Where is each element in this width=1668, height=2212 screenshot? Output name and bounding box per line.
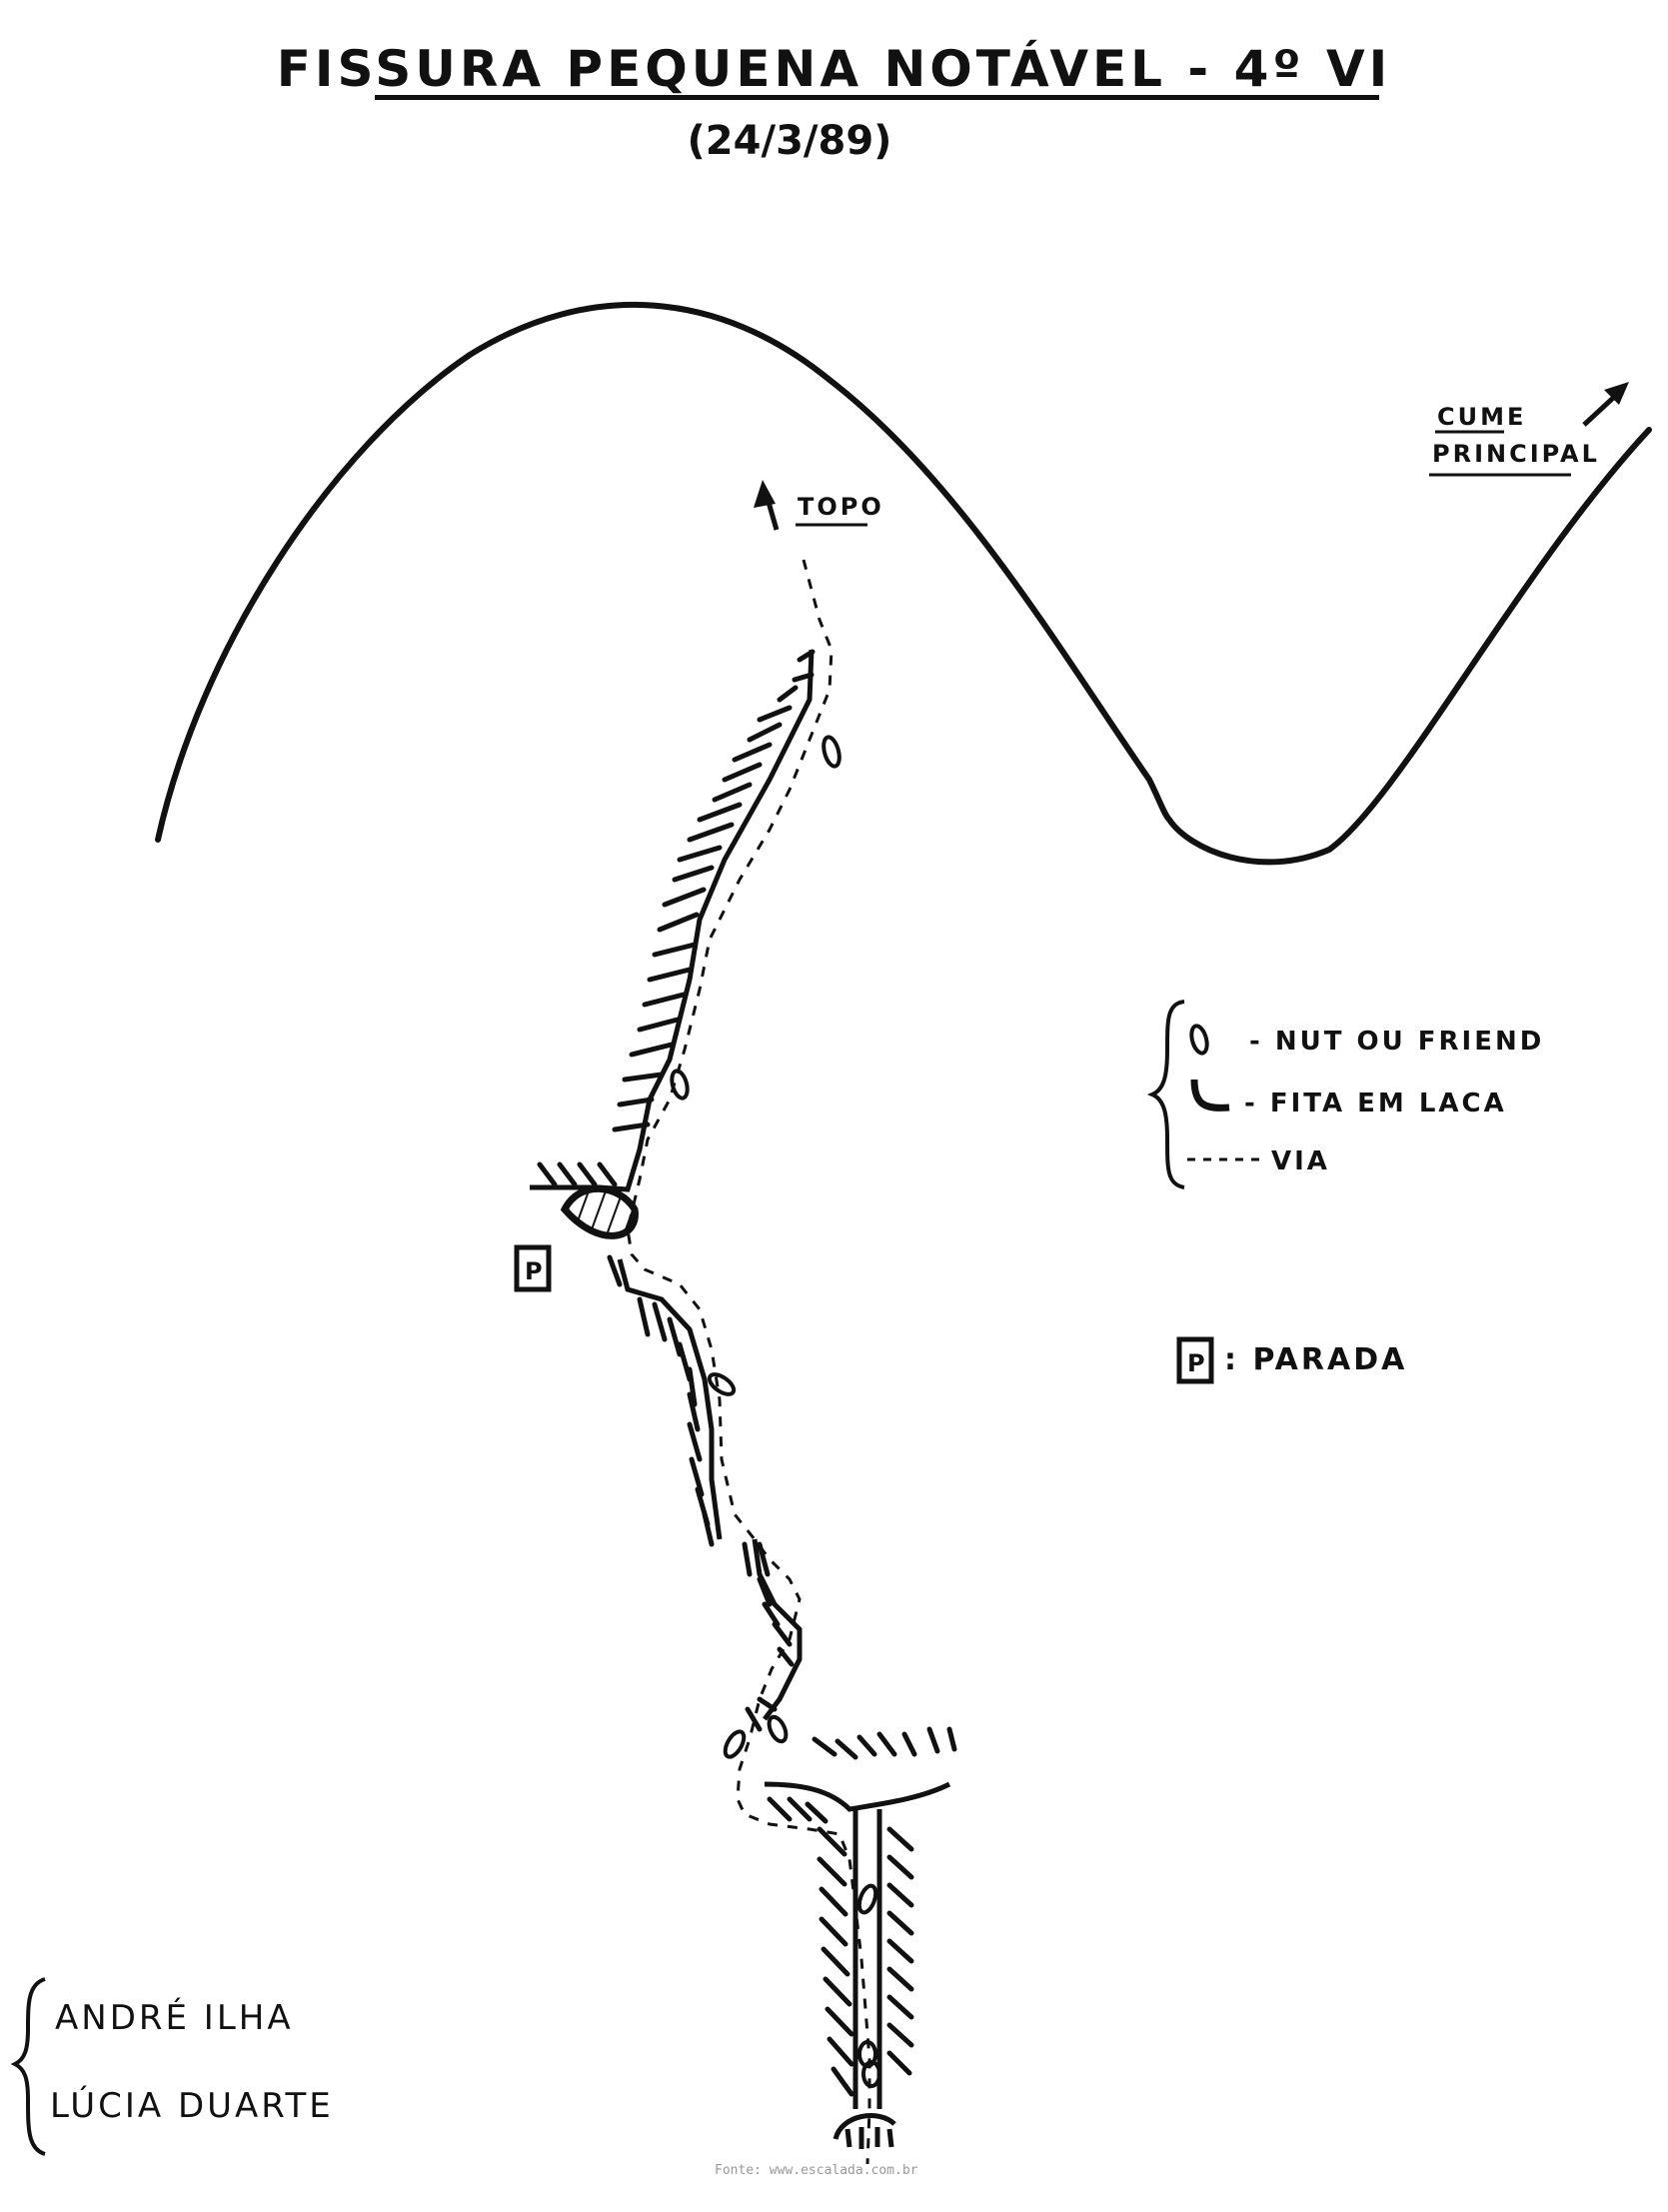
legend-brace <box>1146 1000 1185 1189</box>
nut-icon <box>822 735 841 769</box>
bottom-crack <box>852 1809 882 2109</box>
top-arrow <box>754 480 780 531</box>
lower-roof-hatching <box>767 1726 957 1824</box>
belay-ledge <box>560 1184 639 1239</box>
belay-marker: P <box>514 1244 552 1292</box>
nut-icon <box>707 1372 737 1396</box>
author-2: LÚCIA DUARTE <box>50 2085 334 2126</box>
legend-nut-label: - NUT OU FRIEND <box>1249 1027 1544 1057</box>
authors: ANDRÉ ILHA LÚCIA DUARTE <box>10 1977 334 2156</box>
nut-icon <box>861 2060 881 2088</box>
author-1: ANDRÉ ILHA <box>55 1997 294 2038</box>
bottom-crack-hatching <box>817 1826 914 2097</box>
middle-crack-hatching <box>607 1254 715 1547</box>
nut-icon <box>670 1069 690 1101</box>
title-underline <box>375 95 1379 100</box>
lower-flake-hatching <box>742 1541 795 1732</box>
source-watermark: Fonte: www.escalada.com.br <box>715 2163 918 2178</box>
summit-label-line1: CUME <box>1437 403 1526 431</box>
legend-belay-icon: P <box>1176 1336 1214 1384</box>
lower-flake <box>752 1538 803 1721</box>
middle-crack <box>617 1258 723 1540</box>
top-label: TOPO <box>798 493 884 521</box>
legend-sling-icon <box>1190 1079 1230 1111</box>
legend-nut-icon <box>1189 1024 1209 1056</box>
summit-label-line2: PRINCIPAL <box>1432 440 1600 468</box>
diagram-date: (24/3/89) <box>687 118 892 164</box>
authors-brace <box>10 1977 46 2156</box>
upper-crack-hatching <box>537 649 816 1187</box>
nut-icon <box>767 1714 789 1744</box>
nut-icon <box>856 1883 878 1915</box>
legend: - NUT OU FRIEND - FITA EM LACA VIA P : P… <box>1146 1000 1544 1384</box>
route-line <box>626 559 871 2165</box>
start-block <box>833 2113 896 2149</box>
diagram-title: FISSURA PEQUENA NOTÁVEL - 4º VI <box>276 40 1392 98</box>
legend-belay-symbol: P <box>1187 1349 1208 1377</box>
summit-arrow <box>1582 382 1629 427</box>
legend-belay-label: : PARADA <box>1224 1342 1407 1377</box>
ridge-outline <box>155 302 1652 866</box>
nut-icon <box>723 1729 747 1759</box>
lower-roof <box>764 1781 951 1812</box>
belay-marker-label: P <box>525 1257 546 1285</box>
legend-route-label: VIA <box>1271 1146 1330 1176</box>
legend-sling-label: - FITA EM LACA <box>1244 1089 1507 1118</box>
